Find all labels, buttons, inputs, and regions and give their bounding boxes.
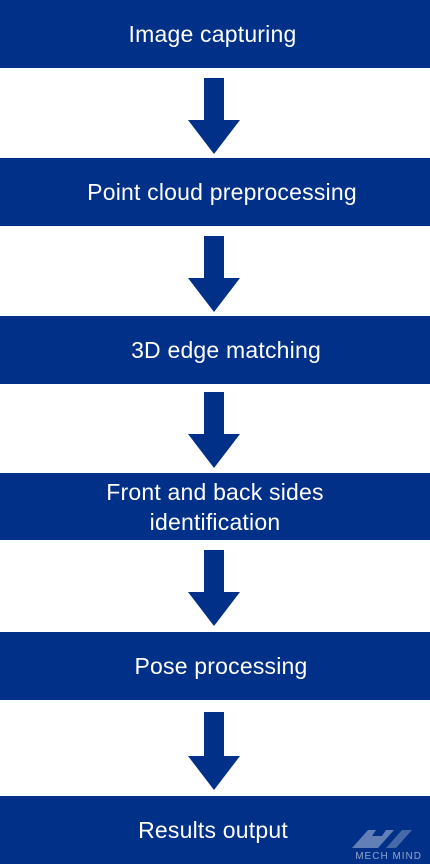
step-label: Results output: [138, 817, 288, 843]
arrow-down-icon: [188, 236, 240, 312]
arrow-down-icon: [188, 550, 240, 626]
step-label: Front and back sides identification: [106, 478, 324, 535]
step-3d-edge-matching: 3D edge matching: [0, 316, 430, 384]
step-label: 3D edge matching: [131, 337, 321, 363]
mech-mind-logo-icon: [352, 830, 412, 848]
step-label: Image capturing: [128, 21, 297, 47]
arrow-down-icon: [188, 392, 240, 468]
watermark: MECH MIND: [342, 826, 422, 862]
step-point-cloud-preprocessing: Point cloud preprocessing: [0, 158, 430, 226]
step-pose-processing: Pose processing: [0, 632, 430, 700]
arrow-down-icon: [188, 78, 240, 154]
watermark-text: MECH MIND: [355, 851, 422, 862]
step-label: Pose processing: [134, 653, 308, 679]
step-label: Point cloud preprocessing: [87, 179, 357, 205]
arrow-down-icon: [188, 712, 240, 790]
step-image-capturing: Image capturing: [0, 0, 430, 68]
step-results-output: Results output: [0, 796, 430, 864]
step-front-back-identification: Front and back sides identification: [0, 473, 430, 540]
